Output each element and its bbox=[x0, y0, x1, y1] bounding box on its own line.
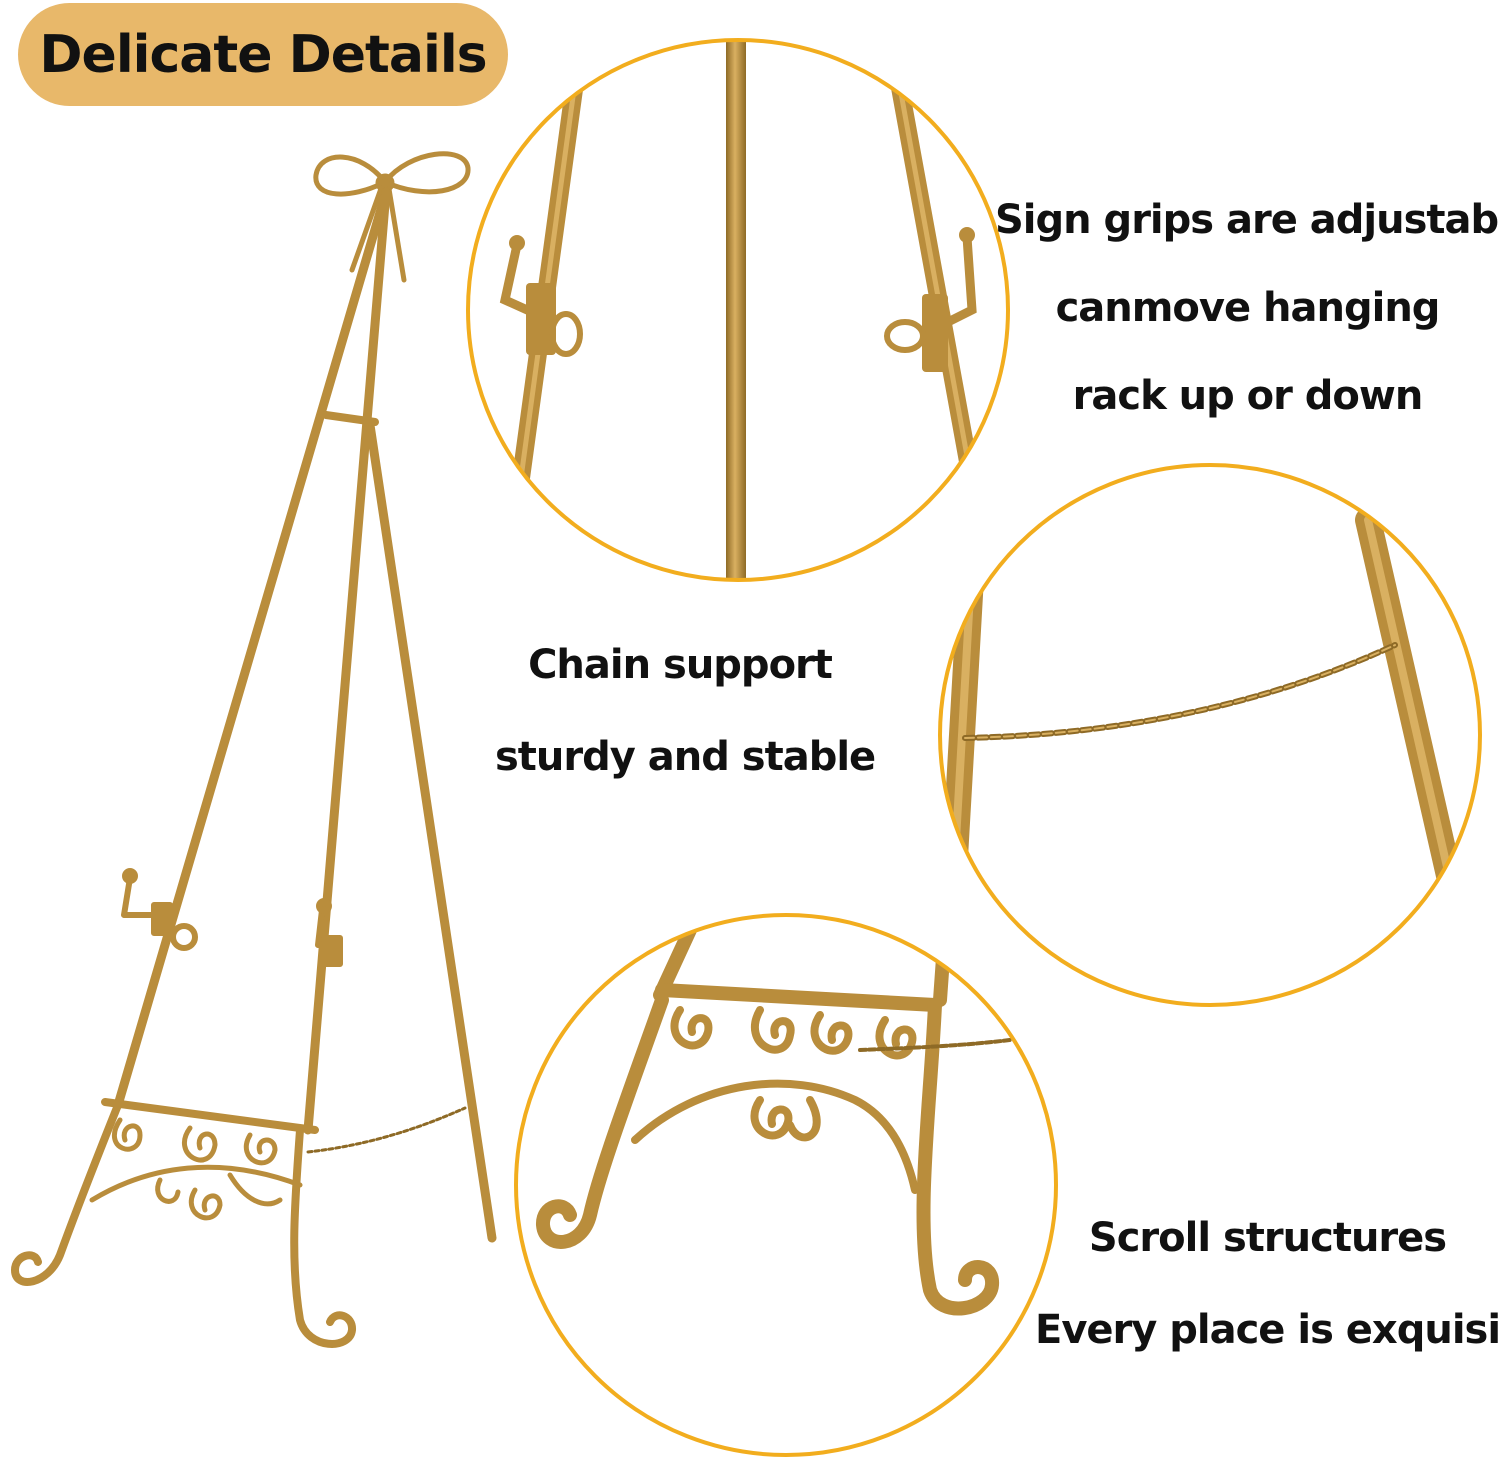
caption-line: Scroll structures bbox=[1088, 1215, 1447, 1261]
caption-chain-support: Chain support sturdy and stable bbox=[495, 642, 876, 829]
title-badge-label: Delicate Details bbox=[39, 24, 487, 85]
bow-ornament bbox=[313, 151, 471, 283]
caption-line: canmove hanging bbox=[1055, 285, 1441, 331]
caption-line: sturdy and stable bbox=[495, 734, 876, 780]
caption-sign-grips: Sign grips are adjustable canmove hangin… bbox=[995, 200, 1500, 464]
caption-line: Every place is exquisite bbox=[1035, 1307, 1500, 1353]
easel-sign-grips bbox=[121, 868, 343, 967]
easel-full bbox=[11, 151, 497, 1348]
detail-circle-grips bbox=[466, 38, 1010, 582]
detail-circle-chain bbox=[938, 463, 1482, 1007]
title-badge: Delicate Details bbox=[18, 3, 508, 106]
easel-bottom-tray bbox=[11, 1098, 356, 1348]
caption-scroll-structures: Scroll structures Every place is exquisi… bbox=[1035, 1218, 1500, 1402]
easel-chain bbox=[306, 1106, 467, 1154]
caption-line: Sign grips are adjustable bbox=[995, 197, 1500, 243]
easel-scrollwork bbox=[111, 1117, 283, 1221]
caption-line: rack up or down bbox=[1072, 373, 1424, 419]
detail-circle-scroll bbox=[514, 913, 1058, 1457]
caption-line: Chain support bbox=[528, 642, 833, 688]
easel-legs bbox=[113, 187, 497, 1243]
